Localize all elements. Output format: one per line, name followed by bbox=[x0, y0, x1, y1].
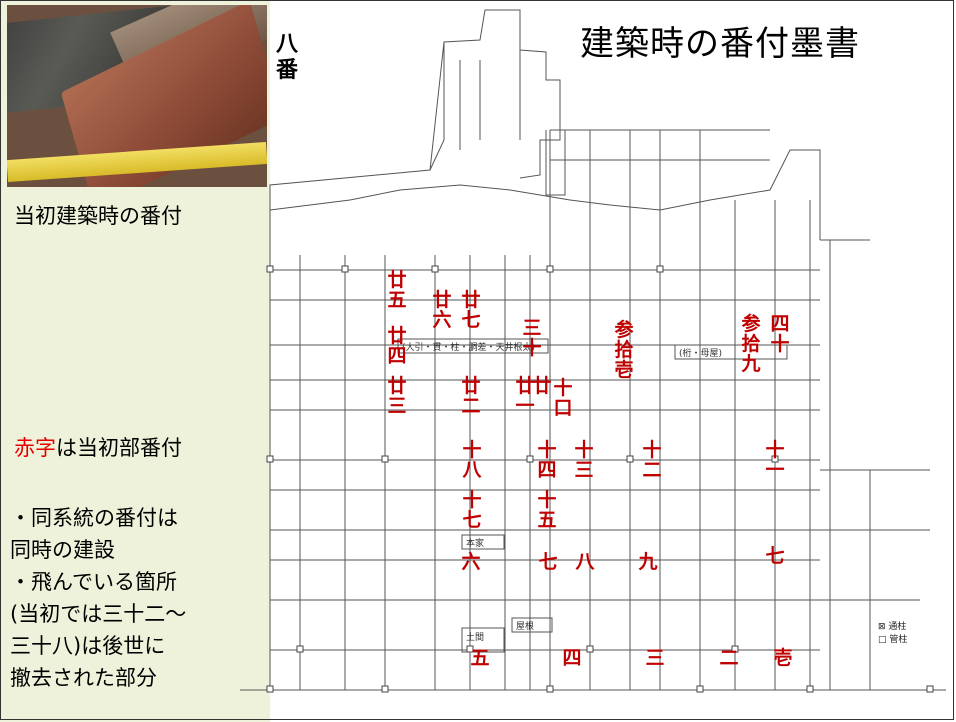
notes: ・同系統の番付は 同時の建設 ・飛んでいる箇所 (当初では三十二〜 三十八)は後… bbox=[10, 502, 265, 694]
red-number: 廿 七 bbox=[461, 289, 481, 331]
floor-plan: (大引・貫・柱・胴差・天井根太) (桁・母屋) 本家 土間 屋根 bbox=[230, 0, 956, 722]
note-line: ・同系統の番付は bbox=[10, 506, 178, 530]
timber-photo bbox=[7, 5, 267, 187]
page-title: 建築時の番付墨書 bbox=[580, 24, 860, 64]
doma-label: 土間 bbox=[466, 631, 484, 643]
red-number: 十 八 bbox=[462, 439, 482, 481]
legend: ⊠ 通柱 □ 管柱 bbox=[878, 621, 907, 647]
red-number: 参 拾 壱 bbox=[614, 319, 634, 381]
red-note-label: 赤字は当初部番付 bbox=[14, 432, 182, 462]
yane-label: 屋根 bbox=[516, 620, 534, 632]
legend-through-column: ⊠ 通柱 bbox=[878, 622, 907, 632]
red-number: 廿 三 bbox=[387, 375, 407, 417]
honya-label: 本家 bbox=[466, 537, 484, 549]
red-number: 十 口 bbox=[553, 377, 573, 419]
red-number: 廿 四 bbox=[387, 325, 407, 367]
red-number: 九 bbox=[638, 551, 658, 573]
red-number: 十 一 bbox=[765, 439, 785, 481]
photo-caption: 八 番 bbox=[275, 32, 298, 83]
red-number: 廿 六 bbox=[432, 289, 452, 331]
floor-plan-drawing: (大引・貫・柱・胴差・天井根太) (桁・母屋) 本家 土間 屋根 bbox=[240, 9, 946, 693]
legend-pipe-column: □ 管柱 bbox=[878, 635, 908, 645]
red-number: 参 拾 九 bbox=[741, 313, 761, 375]
note-line: (当初では三十二〜 bbox=[10, 602, 187, 626]
red-number: 廿 bbox=[532, 375, 552, 397]
red-number: 壱 bbox=[773, 647, 793, 669]
red-number: 五 bbox=[470, 647, 490, 669]
red-number: 十 三 bbox=[574, 439, 594, 481]
original-label: 当初建築時の番付 bbox=[14, 204, 182, 228]
red-number: 廿 五 bbox=[387, 269, 407, 311]
red-note-rest: は当初部番付 bbox=[56, 436, 182, 460]
red-number: 四 bbox=[562, 647, 582, 669]
beam-annotation-2: (桁・母屋) bbox=[679, 347, 722, 359]
note-line: 三十八)は後世に bbox=[10, 634, 166, 658]
red-number: 廿 二 bbox=[461, 375, 481, 417]
red-number: 十 二 bbox=[642, 439, 662, 481]
beam-annotation: (大引・貫・柱・胴差・天井根太) bbox=[402, 341, 535, 353]
red-number: 七 bbox=[538, 551, 558, 573]
red-number: 十 五 bbox=[537, 489, 557, 531]
red-number: 六 bbox=[461, 551, 481, 573]
red-number: 十 七 bbox=[462, 489, 482, 531]
red-number: 十 四 bbox=[537, 439, 557, 481]
red-word: 赤字 bbox=[14, 436, 56, 460]
red-number: 四 十 bbox=[770, 313, 790, 355]
red-number: 廿 一 bbox=[515, 375, 535, 417]
red-number: 三 bbox=[645, 647, 665, 669]
note-line: 撤去された部分 bbox=[10, 666, 157, 690]
red-number: 三 十 bbox=[522, 317, 542, 359]
red-number: 七 bbox=[765, 545, 785, 567]
red-number: 八 bbox=[575, 551, 595, 573]
note-line: 同時の建設 bbox=[10, 538, 115, 562]
note-line: ・飛んでいる箇所 bbox=[10, 570, 177, 594]
red-number: 二 bbox=[719, 647, 739, 669]
